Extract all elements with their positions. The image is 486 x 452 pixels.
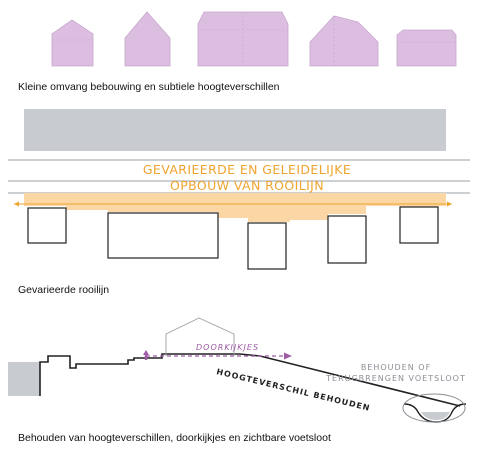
building-block-2 [107,212,219,259]
caption-building-line: Gevarieerde rooilijn [18,284,110,296]
house-5 [396,29,457,67]
ground-profile [39,353,461,407]
label-doorkijkjes: DOORKIJKJES [196,343,259,352]
house-1 [51,19,94,67]
houses-illustration [51,11,457,67]
doorkijkjes-arrowhead [284,352,292,360]
building-block-5 [399,206,439,244]
voetsloot-highlight [402,393,466,423]
building-line-illustration: GEVARIEERDE EN GELEIDELIJKE OPBOUW VAN R… [8,109,470,270]
label-varied-line-2: OPBOUW VAN ROOILIJN [170,178,324,193]
label-voetsloot-line-1: BEHOUDEN OF [361,363,431,372]
house-2 [124,11,171,67]
arrow-left-head [14,201,19,207]
panel-small-scale-buildings: Kleine omvang bebouwing en subtiele hoog… [0,0,486,100]
arrow-right-head [447,201,452,207]
orange-band [24,193,446,222]
label-varied-line-1: GEVARIEERDE EN GELEIDELIJKE [143,162,351,177]
building-block-3 [247,222,287,270]
building-block-4 [327,215,367,264]
panel-varied-building-line: GEVARIEERDE EN GELEIDELIJKE OPBOUW VAN R… [0,100,486,300]
doorkijkjes-origin-marker [143,350,149,360]
building-block-1 [27,207,67,244]
wall-block [8,362,40,396]
panel-height-differences: DOORKIJKJES HOOGTEVERSCHIL BEHOUDEN BEHO… [0,300,486,452]
caption-small-scale: Kleine omvang bebouwing en subtiele hoog… [18,81,280,93]
house-3 [197,11,289,67]
label-voetsloot-line-2: TERUGBRENGEN VOETSLOOT [325,374,466,383]
cross-section-illustration: DOORKIJKJES HOOGTEVERSCHIL BEHOUDEN BEHO… [8,317,467,423]
house-4 [309,15,379,67]
voetsloot-water [421,412,450,420]
grey-block [24,109,446,151]
house-outline [165,317,235,356]
caption-height-differences: Behouden van hoogteverschillen, doorkijk… [18,432,331,444]
